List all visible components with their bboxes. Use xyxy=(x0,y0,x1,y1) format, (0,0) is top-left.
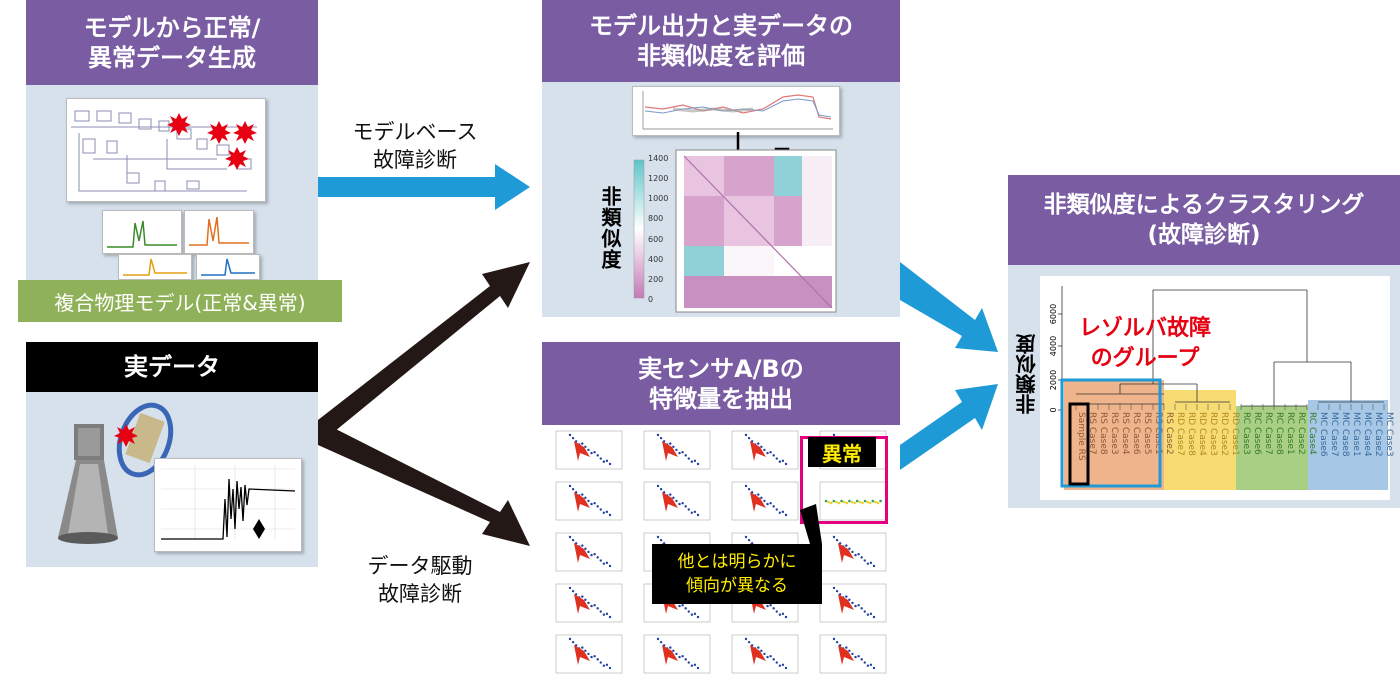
real-data-panel-title: 実データ xyxy=(26,342,318,392)
dendro-leaf-label: RC Case4 xyxy=(1307,412,1317,455)
physics-model-schematic xyxy=(66,98,266,202)
scatter-cell xyxy=(555,532,623,572)
dendro-leaf-label: RD Case8 xyxy=(1186,412,1196,456)
scatter-cell xyxy=(643,481,711,521)
dendro-y-tick: 2000 xyxy=(1049,370,1058,390)
scatter-cell xyxy=(731,481,799,521)
eval-title-line1: モデル出力と実データの xyxy=(589,12,853,40)
scatter-cell xyxy=(555,430,623,470)
resolver-fault-annotation: レゾルバ故障 のグループ xyxy=(1078,316,1211,371)
model-output-plot-3 xyxy=(118,254,192,280)
fault-markers xyxy=(167,113,257,170)
anomaly-label: 異常 xyxy=(808,437,876,467)
dendro-leaf-label: RD Case3 xyxy=(1208,412,1218,456)
dendro-leaf-label: RC Case8 xyxy=(1274,412,1284,455)
scatter-cell xyxy=(643,634,711,674)
dendro-leaf-label: MC Case2 xyxy=(1373,412,1383,457)
dendro-leaf-label: RD Case4 xyxy=(1197,412,1207,456)
dendro-leaf-label: MC Case1 xyxy=(1351,412,1361,457)
group-rd-bg xyxy=(1164,390,1236,490)
model-vs-real-timeseries xyxy=(632,86,840,136)
rocket-engine-image xyxy=(58,402,174,544)
dendro-leaf-label: RS Case8 xyxy=(1098,412,1108,455)
dendro-leaf-label: RS Case5 xyxy=(1142,412,1152,455)
arrow-data-to-sensor xyxy=(318,420,530,546)
dendro-leaf-label: RC Case7 xyxy=(1263,412,1273,455)
dendro-leaf-label: RS Case4 xyxy=(1120,412,1130,455)
scatter-cell xyxy=(643,430,711,470)
scatter-cell xyxy=(819,532,887,572)
real-sensor-plot xyxy=(154,458,302,552)
eval-title-line2: 非類似度を評価 xyxy=(637,42,805,70)
group-rc-bg xyxy=(1236,406,1308,490)
dendro-y-tick: 0 xyxy=(1049,407,1058,412)
resolver-group-highlight xyxy=(1060,378,1162,488)
model-panel-title: モデルから正常/ 異常データ生成 xyxy=(26,0,318,85)
dendro-y-tick: 4000 xyxy=(1049,336,1058,356)
dissimilarity-heatmap xyxy=(675,149,837,313)
dendro-leaf-label: RD Case2 xyxy=(1219,412,1229,456)
real-data-title: 実データ xyxy=(124,353,220,381)
scatter-cell xyxy=(731,430,799,470)
model-based-diagnosis-label: モデルベース 故障診断 xyxy=(352,120,478,172)
dendro-leaf-label: RC Case6 xyxy=(1252,412,1262,455)
dendro-leaf-label: MC Case6 xyxy=(1318,412,1328,457)
physics-model-label: 複合物理モデル(正常&異常) xyxy=(18,280,342,322)
dendro-leaf-label: MC Case4 xyxy=(1362,412,1372,457)
dendro-leaf-label: RC Case2 xyxy=(1296,412,1306,455)
arrow-eval-to-cluster xyxy=(900,262,998,352)
scatter-cell xyxy=(819,583,887,623)
dendro-leaf-label: MC Case3 xyxy=(1384,412,1394,457)
model-output-plot-4 xyxy=(196,254,260,280)
scatter-cell xyxy=(819,634,887,674)
group-rs-bg xyxy=(1064,380,1164,490)
scatter-cell xyxy=(555,634,623,674)
arrow-sensor-to-cluster xyxy=(900,384,998,470)
dendro-leaf-label: RS Case6 xyxy=(1131,412,1141,455)
sample-leaf-highlight xyxy=(1068,402,1090,486)
dendro-y-tick: 6000 xyxy=(1049,304,1058,324)
dissimilarity-colorbar xyxy=(633,159,645,299)
scatter-cell xyxy=(555,481,623,521)
cluster-panel-title: 非類似度によるクラスタリング (故障診断) xyxy=(1008,175,1400,265)
model-output-plot-1 xyxy=(102,210,182,254)
arrow-data-to-eval xyxy=(318,262,530,445)
cluster-title-line1: 非類似度によるクラスタリング xyxy=(1043,192,1365,218)
dendro-leaf-label: RS Case1 xyxy=(1153,412,1163,455)
eval-y-axis-label: 非類似度 xyxy=(598,186,622,270)
dendro-leaf-label: RS Case7 xyxy=(1087,412,1097,455)
dendro-leaf-label: MC Case7 xyxy=(1329,412,1339,457)
cluster-y-axis-label: 非類似度 xyxy=(1015,334,1039,414)
scatter-cell xyxy=(555,583,623,623)
anomaly-note: 他とは明らかに 傾向が異なる xyxy=(652,544,822,604)
data-driven-diagnosis-label: データ駆動 故障診断 xyxy=(367,554,473,606)
dendro-leaf-label: RS Case3 xyxy=(1109,412,1119,455)
sensor-title-line1: 実センサA/Bの xyxy=(638,354,804,383)
scatter-cell xyxy=(731,634,799,674)
sensor-panel-title: 実センサA/Bの 特徴量を抽出 xyxy=(542,342,900,425)
schematic-drawing xyxy=(71,110,257,192)
group-mc-bg xyxy=(1308,400,1388,490)
dendro-leaf-label: RS Case2 xyxy=(1164,412,1174,455)
sensor-title-line2: 特徴量を抽出 xyxy=(649,384,793,413)
note-pointer xyxy=(800,504,822,544)
dendro-leaf-label: RC Case3 xyxy=(1241,412,1251,455)
dendro-leaf-label: RD Case1 xyxy=(1230,412,1240,456)
model-output-plot-2 xyxy=(184,210,254,254)
cluster-title-line2: (故障診断) xyxy=(1147,222,1261,248)
eval-panel-title: モデル出力と実データの 非類似度を評価 xyxy=(542,0,900,82)
model-title-line2: 異常データ生成 xyxy=(88,43,256,72)
arrow-model-based xyxy=(318,164,530,210)
dendro-leaf-label: MC Case8 xyxy=(1340,412,1350,457)
dendro-leaf-label: RC Case1 xyxy=(1285,412,1295,455)
dendro-leaf-label: Sample RS xyxy=(1076,412,1086,461)
model-title-line1: モデルから正常/ xyxy=(83,13,261,42)
dendro-leaf-label: RD Case7 xyxy=(1175,412,1185,456)
